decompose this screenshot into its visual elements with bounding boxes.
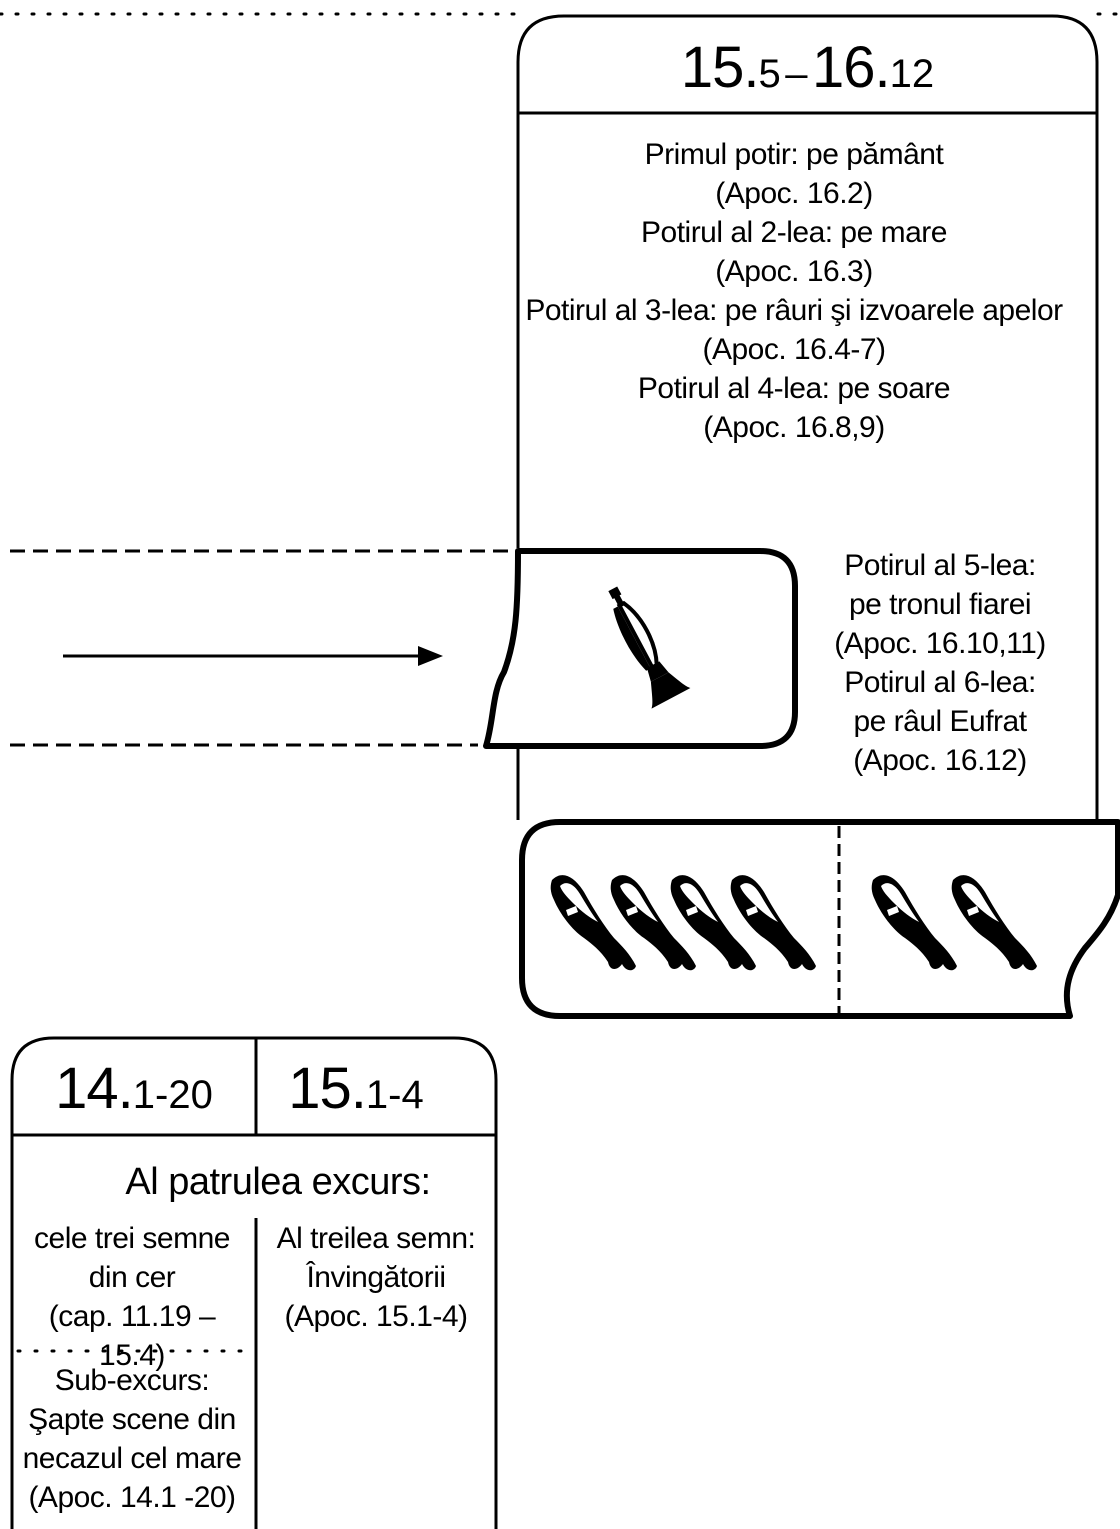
ref-sub-start: 5	[758, 52, 781, 96]
bowls-scroll-box	[519, 819, 1120, 1019]
bowl-5-target: pe tronul fiarei	[848, 588, 1032, 621]
bowl-5-ref: (Apoc. 16.10,11)	[834, 627, 1046, 660]
top-reference-heading: 15.5 – 16.12	[518, 34, 1097, 101]
bowl-6-ref: (Apoc. 16.12)	[853, 744, 1027, 777]
victors-label: Învingătorii	[306, 1261, 446, 1294]
main-box-outline	[516, 14, 1099, 820]
bowl-3-label: Potirul al 3-lea: pe râuri şi izvoarele …	[525, 294, 1063, 327]
trumpet-icon	[608, 586, 691, 709]
bowls-5-6-text: Potirul al 5-lea: pe tronul fiarei (Apoc…	[820, 546, 1060, 780]
sub-excurs-line-2: Şapte scene din	[28, 1403, 236, 1436]
third-sign-ref: (Apoc. 15.1-4)	[284, 1300, 468, 1333]
signs-label: cele trei semne	[34, 1222, 230, 1255]
sub-excurs-label: Sub-excurs:	[54, 1364, 210, 1397]
bottom-right-reference: 15.1-4	[256, 1055, 456, 1122]
sub-excurs-text: Sub-excurs: Şapte scene din necazul cel …	[12, 1361, 252, 1517]
signs-label-2: din cer	[88, 1261, 176, 1294]
bowl-2-ref: (Apoc. 16.3)	[715, 255, 873, 288]
ref-left-sub: 1-20	[132, 1073, 213, 1117]
bowl-3-ref: (Apoc. 16.4-7)	[702, 333, 886, 366]
ref-main-start: 15.	[680, 35, 760, 100]
bowl-6-target: pe râul Eufrat	[853, 705, 1027, 738]
bowl-1-label: Primul potir: pe pământ	[644, 138, 944, 171]
third-sign-label: Al treilea semn:	[276, 1222, 476, 1255]
right-column-text: Al treilea semn: Învingătorii (Apoc. 15.…	[258, 1219, 494, 1336]
bowl-4-ref: (Apoc. 16.8,9)	[703, 411, 885, 444]
ref-right-main: 15.	[288, 1056, 367, 1121]
signs-ref: (cap. 11.19 – 15.4)	[48, 1300, 216, 1372]
bowls-1-4-text: Primul potir: pe pământ (Apoc. 16.2) Pot…	[520, 135, 1068, 447]
bowl-2-label: Potirul al 2-lea: pe mare	[641, 216, 948, 249]
ref-left-main: 14.	[55, 1056, 134, 1121]
bowl-5-label: Potirul al 5-lea:	[844, 549, 1036, 582]
ref-main-end: 16.	[811, 35, 891, 100]
ref-dash: –	[785, 52, 808, 96]
bottom-left-reference: 14.1-20	[12, 1055, 256, 1122]
sub-excurs-line-3: necazul cel mare	[22, 1442, 242, 1475]
excurs-title: Al patrulea excurs:	[125, 1161, 431, 1203]
bottom-box-outline	[10, 1036, 498, 1529]
bowl-4-label: Potirul al 4-lea: pe soare	[637, 372, 951, 405]
ref-sub-end: 12	[889, 52, 935, 96]
bowl-1-ref: (Apoc. 16.2)	[715, 177, 873, 210]
left-column-text: cele trei semne din cer (cap. 11.19 – 15…	[12, 1219, 252, 1375]
ref-right-sub: 1-4	[365, 1073, 424, 1117]
sub-excurs-ref: (Apoc. 14.1 -20)	[28, 1481, 236, 1514]
bowl-6-label: Potirul al 6-lea:	[844, 666, 1036, 699]
arrow-head	[418, 646, 443, 666]
